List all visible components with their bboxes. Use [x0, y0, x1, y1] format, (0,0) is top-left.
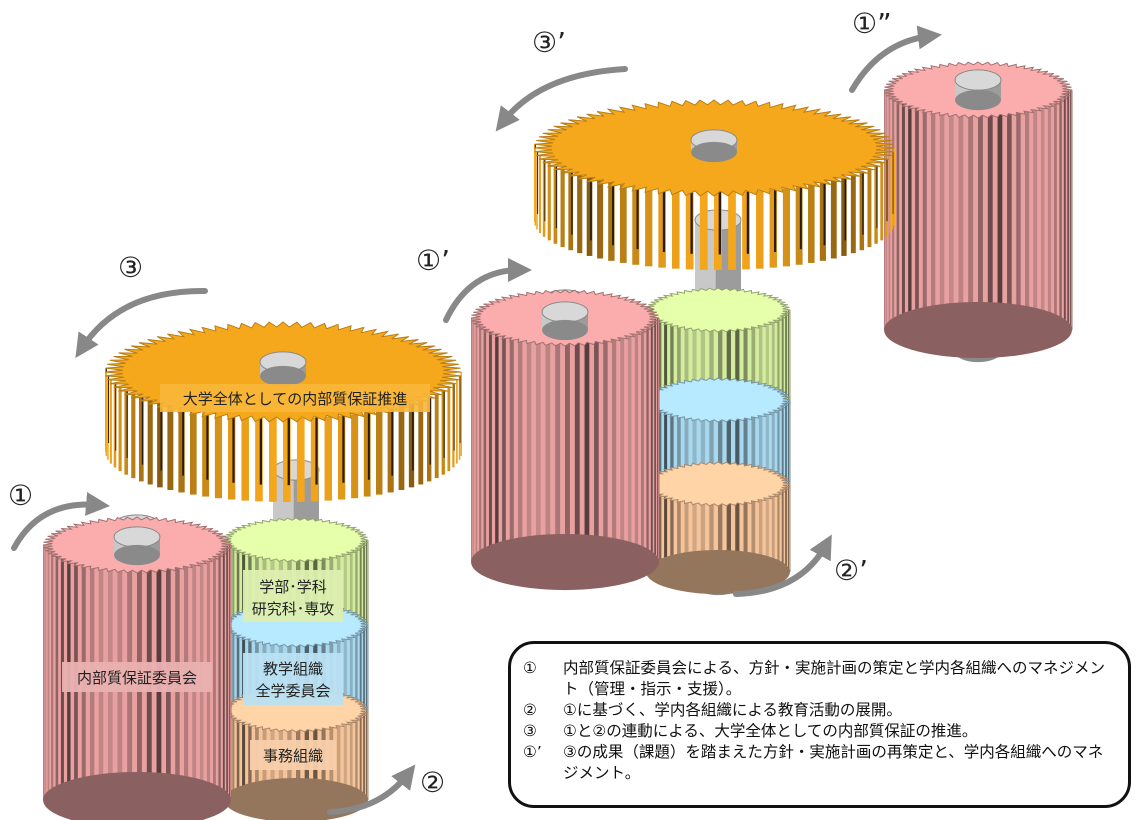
- marker-step1-double-prime: ①”: [852, 7, 892, 40]
- shaft-pink-middle-top: [541, 301, 589, 341]
- marker-step1: ①: [8, 479, 33, 512]
- arrow-step1p: [443, 258, 532, 323]
- legend-item-3: ③ ①と②の連動による、大学全体としての内部質保証の推進。: [523, 721, 1118, 742]
- legend-text: ①に基づく、学内各組織による教育活動の展開。: [563, 701, 902, 719]
- marker-step2: ②: [420, 766, 445, 799]
- marker-step3: ③: [118, 251, 143, 284]
- legend-item-4: ①’ ③の成果（課題）を踏まえた方針・実施計画の再策定と、学内各組織へのマネジメ…: [523, 742, 1118, 784]
- gear-pink-middle: [470, 289, 660, 590]
- label-faculty-line1: 学部･学科: [259, 578, 327, 596]
- marker-step3-prime: ③’: [532, 26, 566, 59]
- marker-step2-prime: ②’: [834, 554, 868, 587]
- shaft-top-right: [954, 69, 1002, 111]
- gear-labels: 大学全体としての内部質保証推進 内部質保証委員会 学部･学科 研究科･専攻 教学…: [62, 384, 430, 770]
- arrow-step3p: [495, 66, 628, 132]
- legend-num: ①’: [523, 743, 542, 761]
- legend-num: ③: [523, 722, 537, 740]
- gear-orange-top: [533, 99, 895, 270]
- legend-item-2: ② ①に基づく、学内各組織による教育活動の展開。: [523, 700, 1118, 721]
- marker-step1-prime: ①’: [416, 244, 450, 277]
- arrow-step3: [75, 287, 208, 359]
- shaft-orange-left: [259, 351, 307, 387]
- label-faculty-line2: 研究科･専攻: [252, 600, 335, 618]
- label-admin: 事務組織: [263, 747, 323, 765]
- legend-text: ①と②の連動による、大学全体としての内部質保証の推進。: [563, 722, 978, 740]
- arrow-step2: [327, 764, 416, 815]
- label-university-wide: 大学全体としての内部質保証推進: [183, 390, 408, 408]
- legend-num: ①: [523, 659, 537, 677]
- shaft-pink-left-top: [113, 526, 161, 566]
- label-teaching-line1: 教学組織: [263, 660, 323, 678]
- legend-num: ②: [523, 701, 537, 719]
- label-teaching-line2: 全学委員会: [255, 682, 330, 700]
- gear-peach-middle: [645, 461, 791, 594]
- legend-text: 内部質保証委員会による、方針・実施計画の策定と学内各組織へのマネジメント（管理・…: [563, 659, 1106, 698]
- legend-box: ① 内部質保証委員会による、方針・実施計画の策定と学内各組織へのマネジメント（管…: [508, 641, 1131, 808]
- arrow-step1: [11, 492, 110, 551]
- legend-item-1: ① 内部質保証委員会による、方針・実施計画の策定と学内各組織へのマネジメント（管…: [523, 658, 1118, 700]
- rotation-arrows: [11, 25, 942, 815]
- shaft-orange-top: [690, 129, 738, 163]
- label-committee: 内部質保証委員会: [77, 669, 197, 687]
- arrow-step2p: [733, 534, 832, 597]
- arrow-step1pp: [849, 25, 942, 93]
- legend-text: ③の成果（課題）を踏まえた方針・実施計画の再策定と、学内各組織へのマネジメント。: [563, 743, 1104, 782]
